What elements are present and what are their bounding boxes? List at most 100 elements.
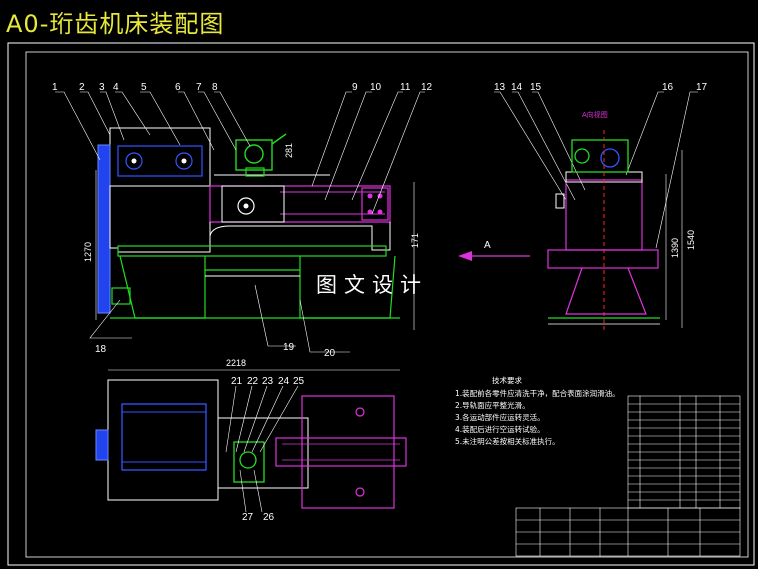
arch-frame xyxy=(209,222,391,251)
pulley-left-hub xyxy=(131,158,137,164)
arrow-label: A xyxy=(484,240,491,251)
callout-9: 9 xyxy=(352,82,358,93)
leader xyxy=(178,91,215,151)
leader xyxy=(251,385,284,453)
callout-25: 25 xyxy=(293,376,305,387)
callout-4: 4 xyxy=(113,82,119,93)
callout-leaders-top xyxy=(55,91,698,353)
leader xyxy=(140,91,181,146)
bolt xyxy=(367,193,373,199)
callout-14: 14 xyxy=(511,82,523,93)
bolt xyxy=(377,209,383,215)
dim-height-front: 1270 xyxy=(83,242,93,262)
leader xyxy=(100,91,125,141)
callout-27: 27 xyxy=(242,512,254,523)
callout-13: 13 xyxy=(494,82,506,93)
leader xyxy=(299,299,350,353)
callout-5: 5 xyxy=(141,82,147,93)
plan-cutter-head xyxy=(233,441,265,483)
callout-17: 17 xyxy=(696,82,708,93)
pulley-left xyxy=(125,152,143,170)
notes-title: 技术要求 xyxy=(492,375,522,385)
leader xyxy=(259,385,299,453)
dim-width-plan: 2218 xyxy=(226,358,246,368)
plan-table xyxy=(301,395,395,509)
leader xyxy=(235,385,253,453)
dim-side-2: 1540 xyxy=(686,230,696,250)
callout-22: 22 xyxy=(247,376,259,387)
spindle-housing xyxy=(109,127,211,187)
head-arm xyxy=(271,133,287,145)
plan-middle xyxy=(217,417,309,489)
cutter-head xyxy=(235,133,287,177)
plan-cutter-gear xyxy=(239,451,257,469)
callout-23: 23 xyxy=(262,376,274,387)
side-handle xyxy=(555,193,565,209)
cutter-gear xyxy=(244,144,264,164)
leader xyxy=(225,385,237,453)
handwheel xyxy=(237,197,255,215)
leader xyxy=(532,91,586,191)
callout-7: 7 xyxy=(196,82,202,93)
side-gear-2 xyxy=(600,148,620,168)
parts-list xyxy=(515,395,741,557)
watermark-text: 图文设计 xyxy=(316,273,428,297)
callout-15: 15 xyxy=(530,82,542,93)
technical-notes: 技术要求 1.装配前各零件应清洗干净，配合表面涂润滑油。 2.导轨面应平整光滑。… xyxy=(455,375,620,446)
main-body xyxy=(109,185,211,253)
leader xyxy=(512,91,576,201)
note-1: 1.装配前各零件应清洗干净，配合表面涂润滑油。 xyxy=(455,388,620,398)
leader xyxy=(351,91,403,201)
leader xyxy=(55,91,101,161)
leader xyxy=(243,385,268,453)
column-guard xyxy=(97,144,111,314)
leader xyxy=(89,299,132,339)
parts-rows xyxy=(628,403,740,501)
dim-right-height: 171 xyxy=(410,233,420,248)
side-gear-1 xyxy=(574,148,590,164)
bolt xyxy=(367,209,373,215)
leader xyxy=(239,469,247,513)
callout-8: 8 xyxy=(212,82,218,93)
dim-small: 281 xyxy=(284,143,294,158)
side-head xyxy=(571,139,629,173)
hand-crank xyxy=(111,287,131,305)
note-4: 4.装配后进行空运转试验。 xyxy=(455,424,545,434)
leader xyxy=(214,91,251,147)
leader xyxy=(625,91,664,176)
leader xyxy=(80,91,111,136)
base-plate xyxy=(117,245,387,257)
plan-view: 2218 xyxy=(95,358,407,509)
callout-11: 11 xyxy=(400,82,411,93)
plan-slide xyxy=(275,437,407,467)
leader xyxy=(254,284,296,347)
note-5: 5.未注明公差按相关标准执行。 xyxy=(455,436,560,446)
left-foot xyxy=(119,255,206,319)
view-arrow-a: A xyxy=(458,240,530,261)
side-pedestal xyxy=(565,267,647,315)
plan-bolt xyxy=(355,487,365,497)
callouts-plan: 21 22 23 24 25 26 27 xyxy=(231,376,305,523)
callout-18: 18 xyxy=(95,344,107,355)
ram xyxy=(209,185,391,223)
head-base xyxy=(245,167,265,177)
callout-24: 24 xyxy=(278,376,290,387)
motor-plate xyxy=(117,145,203,177)
drawing-title: A0-珩齿机床装配图 xyxy=(6,10,225,38)
leader xyxy=(371,91,425,215)
side-view-header: A向视图 xyxy=(582,110,608,119)
head-body xyxy=(235,139,273,171)
callout-10: 10 xyxy=(370,82,382,93)
side-base xyxy=(547,249,659,269)
callout-21: 21 xyxy=(231,376,243,387)
note-2: 2.导轨面应平整光滑。 xyxy=(455,400,530,410)
callout-20: 20 xyxy=(324,348,336,359)
slide-block xyxy=(221,185,285,223)
ram-end xyxy=(361,187,389,221)
callout-16: 16 xyxy=(662,82,674,93)
pulley-right-hub xyxy=(181,158,187,164)
outer-frame xyxy=(7,42,755,566)
plan-left-block xyxy=(107,379,219,501)
callouts-top: 1 2 3 4 5 6 7 8 9 10 11 12 13 14 15 16 1… xyxy=(52,82,708,359)
